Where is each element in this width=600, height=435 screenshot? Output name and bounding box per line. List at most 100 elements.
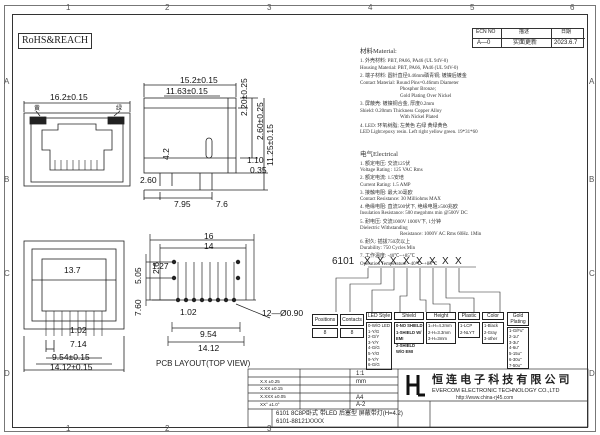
col-label: 2 [165,424,170,433]
plastic-option: 1-LCP [460,323,473,328]
row-label: C [589,269,595,278]
part-code-tree [335,266,501,312]
row-label: A [4,77,10,86]
col-label: 4 [368,3,373,12]
dim-front-w3: 14.12±0.15 [50,362,93,372]
plastic-box: Plastic [458,312,480,320]
pcb-dim-16: 16 [204,231,214,241]
dim-h4: 4.2 [161,148,171,160]
drawing-inner-frame [4,5,596,432]
height-option: 3-H=3mm [428,336,447,342]
height-options: 1=H=4.2mm 2-H=3.3mm 3-H=3mm [426,322,456,344]
led-style-box: LED Style [366,312,392,320]
electrical-line: Contact Resistance: 30 Milliohms MAX [360,196,441,202]
row-label: A [589,77,595,86]
gold-option: 1-G/Fu" [509,328,524,333]
electrical-line: Current Rating: 1.5 AMP [360,182,411,188]
company-logo [404,373,426,397]
pcb-dim-1412: 14.12 [198,343,220,353]
part-code-x: X [377,256,384,267]
gold-option: 4-6u" [509,345,520,351]
shield-box: Shield [394,312,424,320]
part-code-x: X [390,256,397,267]
contacts-box: Contacts [340,314,364,326]
title-block-grid [247,368,589,428]
electrical-line: 4. 绝缘电阻: 直流500伏下, 绝缘电阻≥500兆欧 [360,205,458,211]
led-style-options: 0-W/O LED 1-Y/G 2-G/Y 3-Y/Y 4-G/G 5-Y/O … [366,322,392,370]
rev-value: 实面更新 [513,40,538,46]
electrical-line: Voltage Rating : 125 VAC Rms [360,168,423,174]
dim-front-pw: 7.14 [70,339,87,349]
rev-header: ECN NO [476,29,496,35]
dim-front-pitch: 1.02 [70,325,87,335]
col-label: 6 [570,3,575,12]
revision-table: ECN NO 描述 日期 A—0 实面更新 2023.6.7 [472,28,585,48]
gold-plating-box: Gold Plating [507,312,529,326]
rohs-label: RoHS&REACH [18,33,93,49]
material-line: Shield: 0.20mm Thickness Copper Alloy [360,108,442,114]
dim-b2: 7.6 [216,199,228,209]
tolerance-line: X.XXX ±0.05 [260,394,286,399]
gold-option: 7-50u" [509,362,522,368]
led-option: 2-G/Y [368,334,380,340]
part-code-x: X [364,256,371,267]
pcb-layout-title: PCB LAYOUT(TOP VIEW) [156,359,251,368]
electrical-line: 2. 额定电流: 1.5安培 [360,176,404,182]
height-option: 2-H=3.3mm [428,329,451,335]
pcb-dim-760: 7.60 [133,299,143,316]
height-option: 1=H=4.2mm [428,323,452,328]
positions-box: Positions [312,314,338,326]
dim-front-w2: 9.54±0.15 [52,352,90,362]
electrical-line: Durability: 750 Cycles Min [360,246,416,252]
part-number: 6101-88121XXXX [276,419,325,425]
led-option: 9-Y/Y [368,356,379,362]
color-option: 3-other [484,336,498,342]
gold-plating-options: 1-G/Fu" 2-1u" 3-3u" 4-6u" 5-15u" 6-30u" … [507,327,529,369]
dim-b1: 7.95 [174,199,191,209]
part-code-x: X [455,256,462,267]
material-line: 2. 端子材料: 圆针直径0.46mm磷青铜; 镀镍后镀金 [360,74,467,79]
dim-h7: 2.60 [140,175,157,185]
unit-value: mm [356,379,366,385]
color-option: 2-Gray [484,329,497,335]
part-code-x: X [442,256,449,267]
revision-value: A-2 [356,402,366,408]
color-options: 1-Black 2-Gray 3-other [482,322,504,344]
electrical-title: 电气Electrical [360,151,398,158]
shield-option: 2-SHIELD W/O EMI [396,342,416,355]
height-box: Height [426,312,456,320]
tolerance-line: X.X ±0.25 [260,379,280,384]
material-title: 材料Material: [360,48,397,55]
rev-value: 2023.6.7 [554,40,578,46]
positions-value: 8 [312,328,338,338]
material-line: Phosphor Bronze; [400,87,436,92]
color-option: 1-Black [484,323,498,328]
dim-h1: 2.20±0.25 [239,78,249,116]
row-label: D [4,369,10,378]
dim-h5: 1.10 [247,155,264,165]
material-line: Housing Material: PBT, PA66, PA46 (UL 94… [360,65,459,71]
electrical-notes: 电气Electrical 1. 额定电压: 交流125伏 Voltage Rat… [360,148,586,268]
scale-value: 1:1 [356,371,365,377]
company-url: http://www.china-rj45.com [456,395,514,401]
row-label: B [589,175,595,184]
dim-h3: 11.25±0.15 [265,124,275,166]
tolerance-line: XX° ±1.0° [260,402,280,407]
dim-h2: 2.60±0.25 [255,102,265,140]
gold-option: 5-15u" [509,351,522,357]
electrical-line: Resistance: 1000V AC Rms 60Hz. 1Min [400,231,482,237]
electrical-line: Dielectric Withstanding [360,225,408,231]
dim-side-width: 15.2±0.15 [180,75,218,85]
color-box: Color [482,312,504,320]
dim-front-width: 13.7 [64,265,81,275]
electrical-line: 1. 额定电压: 交流125伏 [360,162,411,167]
electrical-line: Insulation Resistance: 500 megohms min @… [360,211,468,217]
material-line: With Nickel Plated [400,115,439,120]
pcb-hole-dim: 12—Ø0.90 [262,308,304,318]
material-line: LED Light:epoxy resin. Left right yellow… [360,130,478,135]
size-value: A4 [356,395,364,401]
pcb-dim-954: 9.54 [200,329,217,339]
gold-option: 2-1u" [509,333,520,339]
col-label: 3 [267,3,272,12]
